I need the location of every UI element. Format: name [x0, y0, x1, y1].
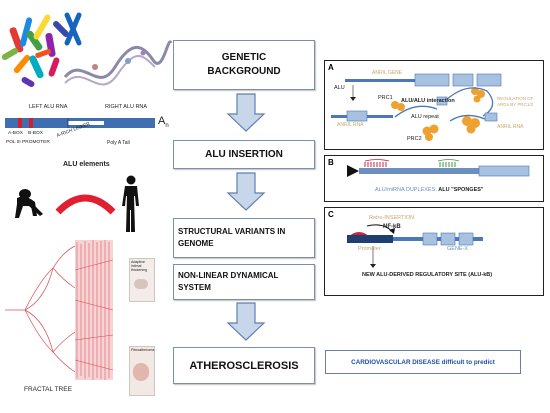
arrow-down-1	[226, 93, 266, 132]
alu-insertion-box: ALU INSERTION	[173, 140, 315, 169]
b-box-label: B-BOX	[28, 131, 43, 136]
retro-insertion-label: Retro-INSERTION	[369, 215, 415, 221]
mirna-duplex-green	[439, 162, 456, 167]
dna-helix-strand	[63, 40, 173, 86]
prc1-label: PRC1	[378, 95, 393, 101]
ape-silhouette-icon	[15, 189, 43, 218]
structural-variants-box: STRUCTURAL VARIANTS IN GENOME	[173, 218, 315, 258]
panel-c-schematic	[347, 224, 483, 268]
new-site-label: NEW ALU-DERIVED REGULATORY SITE (ALU-kB)	[362, 272, 493, 278]
histology-bottom-image: Fibroatheroma	[129, 346, 155, 396]
anril-rna-left-label: ANRIL RNA	[337, 122, 364, 128]
alu-insertion-label: ALU INSERTION	[205, 149, 283, 160]
prc-right-lower	[462, 116, 480, 134]
structural-variants-label: STRUCTURAL VARIANTS IN GENOME	[178, 227, 286, 248]
fractal-tree-diagram	[5, 240, 114, 380]
histology-top-label: Adaptive intimal thickening	[131, 260, 148, 272]
panel-c-letter: C	[328, 210, 334, 219]
panel-a-alu-label: ALU	[334, 85, 345, 91]
atherosclerosis-box: ATHEROSCLEROSIS	[173, 347, 315, 384]
alu-structure-diagram: LEFT ALU RNA RIGHT ALU RNA A-BOX B-BOX A…	[2, 100, 172, 152]
nonlinear-system-label: NON-LINEAR DYNAMICAL SYSTEM	[178, 271, 279, 292]
prc2-complex	[422, 124, 439, 141]
prc-right-upper	[471, 87, 485, 103]
left-alu-rna-label: LEFT ALU RNA	[29, 104, 68, 110]
gene-x-label: GENE-X	[447, 246, 469, 252]
atherosclerosis-label: ATHEROSCLEROSIS	[189, 359, 299, 372]
promoter-label: Promoter	[358, 246, 381, 252]
genetic-background-label: GENETIC BACKGROUND	[207, 52, 281, 77]
right-alu-rna-label: RIGHT ALU RNA	[105, 104, 148, 110]
panel-b: B ALU/miRNA DUPLEXES: ALU "SPONGES"	[324, 155, 544, 202]
alu-elements-label: ALU elements	[63, 161, 110, 168]
panel-b-caption-blue: ALU/miRNA DUPLEXES:	[375, 187, 437, 193]
alu-alu-interaction-label: ALU/ALU interaction	[401, 98, 455, 104]
panel-b-caption: ALU/miRNA DUPLEXES: ALU "SPONGES"	[375, 187, 484, 193]
human-silhouette-icon	[122, 175, 139, 232]
panel-a-letter: A	[328, 63, 334, 72]
alu-gene-bar	[5, 118, 155, 128]
arrow-down-3	[226, 302, 266, 341]
panel-c: C Retro-INSERTION NF-kB Promoter GENE-X …	[324, 207, 544, 296]
a-box-label: A-BOX	[8, 131, 23, 136]
panel-b-letter: B	[328, 158, 334, 167]
chaotic-region	[74, 240, 114, 380]
regulation-label: REGULATION OF ARGs BY PRC1/2	[497, 96, 534, 107]
prc2-label: PRC2	[407, 136, 422, 142]
genetic-background-box: GENETIC BACKGROUND	[173, 40, 315, 90]
alu-repeat-label: ALU repeat	[411, 114, 439, 120]
anril-gene-label: ANRIL GENE	[372, 70, 403, 76]
evolution-arc	[55, 194, 116, 215]
nfkb-label: NF-kB	[383, 224, 401, 230]
panel-a: A ALU ANRIL GENE	[324, 60, 544, 150]
cvd-box: CARDIOVASCULAR DISEASE difficult to pred…	[325, 350, 521, 374]
poly-a-tail-label: Poly A Tail	[107, 140, 130, 146]
panel-a-schematic	[331, 73, 502, 141]
chromosome-dna-illustration	[1, 12, 173, 87]
evolution-illustration	[15, 175, 139, 232]
cvd-label: CARDIOVASCULAR DISEASE difficult to pred…	[351, 358, 495, 366]
x-chromosome	[64, 12, 82, 46]
an-label: An	[158, 115, 169, 130]
panel-b-caption-black: ALU "SPONGES"	[438, 187, 484, 193]
arrow-down-2	[226, 172, 266, 211]
panel-b-schematic	[347, 159, 530, 177]
histology-bottom-label: Fibroatheroma	[131, 348, 155, 352]
mirna-duplex-red	[364, 162, 387, 167]
histology-top-image: Adaptive intimal thickening	[129, 258, 155, 302]
chromosome-cluster	[1, 14, 69, 87]
nonlinear-system-box: NON-LINEAR DYNAMICAL SYSTEM	[173, 264, 315, 300]
prc1-complex	[391, 101, 405, 111]
anril-rna-right-label: ANRIL RNA	[497, 124, 524, 130]
fractal-tree-label: FRACTAL TREE	[24, 386, 72, 393]
pol-iii-promoter-label: POL III PROMOTER	[6, 140, 50, 145]
